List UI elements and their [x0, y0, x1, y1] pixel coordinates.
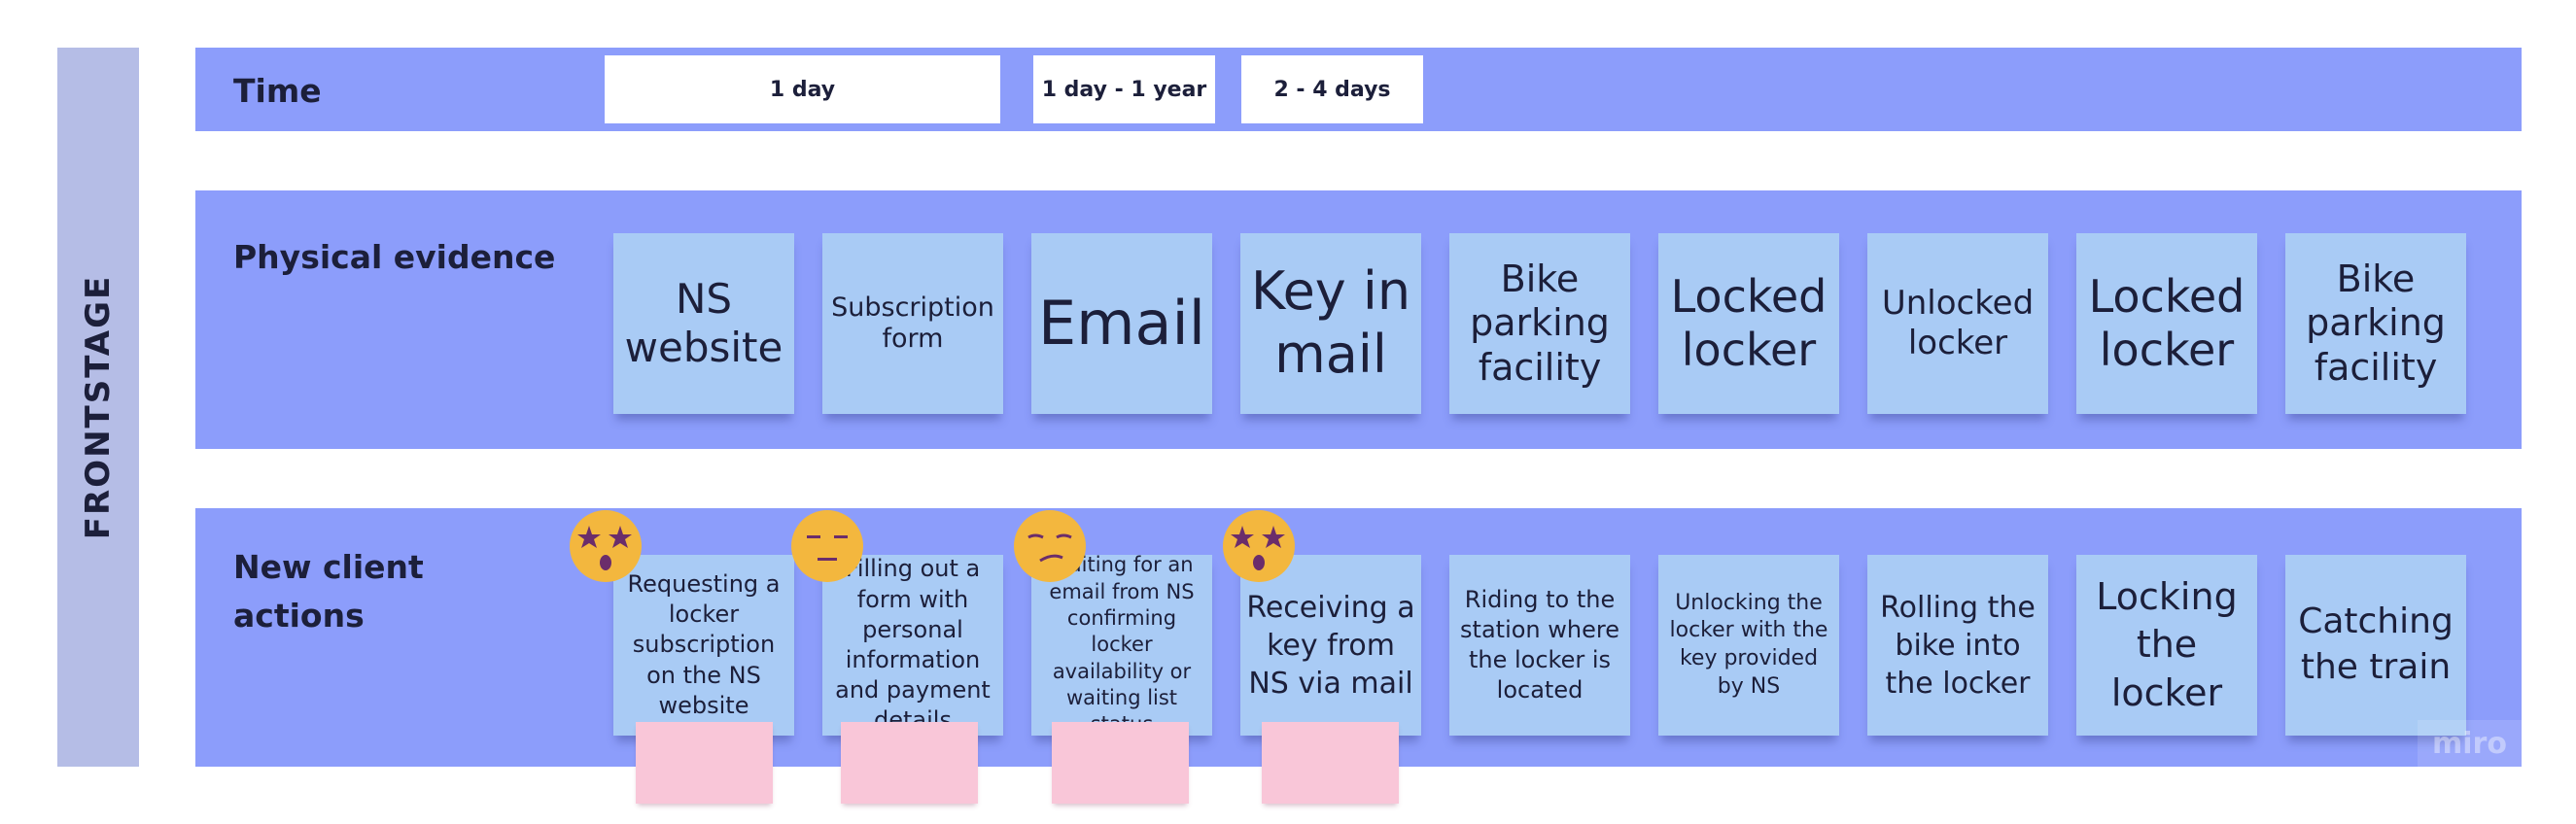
action-note[interactable]: Rolling the bike into the locker — [1867, 555, 2048, 736]
evidence-note[interactable]: Bike parking facility — [1449, 233, 1630, 414]
evidence-note[interactable]: NS website — [613, 233, 794, 414]
action-note[interactable]: Receiving a key from NS via mail — [1240, 555, 1421, 736]
time-box-1[interactable]: 1 day — [605, 55, 1000, 123]
pink-note[interactable] — [841, 722, 978, 804]
time-box-3[interactable]: 2 - 4 days — [1241, 55, 1423, 123]
action-note[interactable]: Unlocking the locker with the key provid… — [1658, 555, 1839, 736]
frontstage-bar: FRONTSTAGE — [57, 48, 139, 767]
miro-logo: miro — [2418, 720, 2522, 767]
evidence-note[interactable]: Email — [1031, 233, 1212, 414]
pink-note[interactable] — [636, 722, 773, 804]
expressionless-emoji-icon — [791, 510, 863, 582]
time-lane-title: Time — [233, 72, 322, 110]
new-client-actions-lane-title: New client actions — [233, 548, 424, 635]
action-note[interactable]: Requesting a locker subscription on the … — [613, 555, 794, 736]
frontstage-label: FRONTSTAGE — [79, 274, 118, 540]
evidence-note[interactable]: Locked locker — [2076, 233, 2257, 414]
physical-evidence-lane-title: Physical evidence — [233, 238, 556, 276]
time-box-2[interactable]: 1 day - 1 year — [1033, 55, 1215, 123]
evidence-note[interactable]: Bike parking facility — [2285, 233, 2466, 414]
unamused-emoji-icon — [1014, 510, 1086, 582]
evidence-note[interactable]: Subscription form — [822, 233, 1003, 414]
evidence-note[interactable]: Unlocked locker — [1867, 233, 2048, 414]
action-note[interactable]: Catching the train — [2285, 555, 2466, 736]
new-client-actions-lane: New client actions Requesting a locker s… — [195, 508, 2522, 767]
action-note[interactable]: Riding to the station where the locker i… — [1449, 555, 1630, 736]
action-note[interactable]: Locking the locker — [2076, 555, 2257, 736]
evidence-note[interactable]: Locked locker — [1658, 233, 1839, 414]
physical-evidence-lane: Physical evidence NS website Subscriptio… — [195, 190, 2522, 449]
action-note[interactable]: Waiting for an email from NS confirming … — [1031, 553, 1212, 736]
star-struck-emoji-icon — [570, 510, 642, 582]
star-struck-emoji-icon — [1223, 510, 1295, 582]
pink-note[interactable] — [1262, 722, 1399, 804]
time-lane: Time 1 day 1 day - 1 year 2 - 4 days — [195, 48, 2522, 131]
evidence-note[interactable]: Key in mail — [1240, 233, 1421, 414]
pink-note[interactable] — [1052, 722, 1189, 804]
